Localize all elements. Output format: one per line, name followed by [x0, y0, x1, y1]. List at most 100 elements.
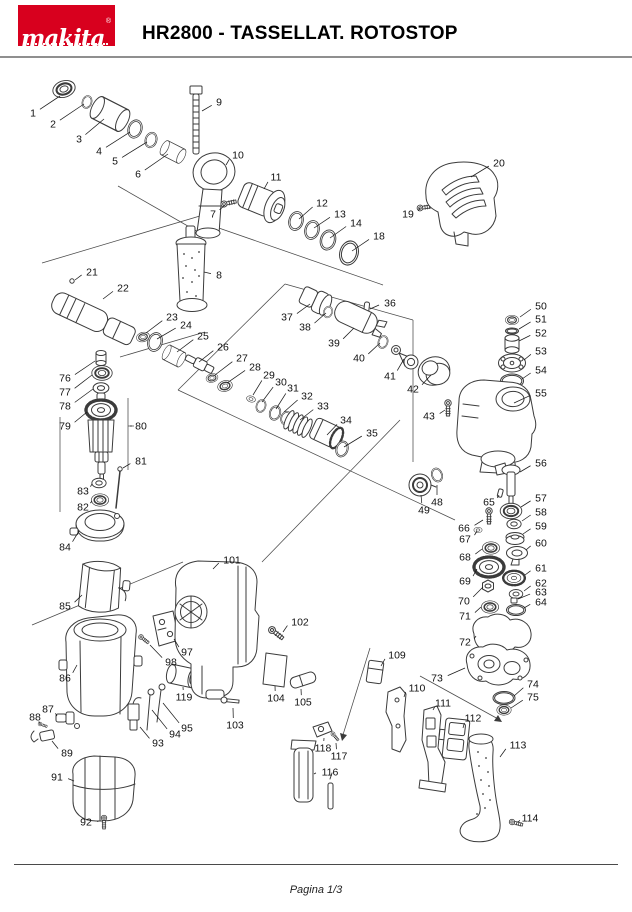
part-label-7: 7 — [210, 209, 216, 221]
part-59-shape — [505, 532, 525, 545]
part-66-shape — [485, 507, 493, 525]
part-label-81: 81 — [135, 456, 147, 468]
part-89-shape — [30, 729, 56, 743]
leader-line-1 — [39, 95, 61, 110]
leader-line-66 — [474, 519, 484, 526]
part-label-9: 9 — [216, 97, 222, 109]
part-label-67: 67 — [459, 534, 471, 546]
registered-mark: ® — [105, 18, 111, 25]
part-label-104: 104 — [267, 693, 285, 705]
part-label-40: 40 — [353, 353, 365, 365]
leader-line-34 — [326, 424, 338, 436]
part-label-30: 30 — [275, 377, 287, 389]
part-label-74: 74 — [527, 679, 539, 691]
part-70-shape — [482, 579, 494, 593]
part-label-62: 62 — [535, 578, 547, 590]
part-74-shape — [492, 691, 516, 705]
leader-line-38 — [314, 312, 327, 324]
part-label-95: 95 — [181, 723, 193, 735]
part-52-shape — [504, 334, 520, 354]
part-label-114: 114 — [522, 813, 539, 825]
part-label-113: 113 — [510, 740, 527, 752]
leader-line-87 — [55, 713, 58, 717]
leader-line-61 — [524, 570, 531, 576]
leader-line-18 — [351, 239, 370, 252]
part-49-shape — [408, 473, 437, 497]
leader-line-7 — [219, 204, 226, 211]
part-label-33: 33 — [317, 401, 329, 413]
part-label-1: 1 — [30, 108, 36, 120]
leader-line-60 — [525, 545, 531, 551]
part-label-18: 18 — [373, 231, 385, 243]
part-8-shape — [175, 225, 208, 312]
footer-divider — [14, 864, 618, 865]
part-87-shape — [55, 711, 80, 729]
part-label-80: 80 — [135, 421, 147, 433]
part-85-shape — [77, 560, 131, 613]
part-62-shape — [508, 589, 524, 599]
part-50-shape — [504, 314, 520, 326]
part-label-41: 41 — [384, 371, 396, 383]
leader-line-83 — [90, 483, 93, 487]
part-label-8: 8 — [216, 270, 222, 282]
part-label-51: 51 — [535, 314, 547, 326]
part-label-22: 22 — [117, 283, 129, 295]
part-1-shape — [49, 76, 79, 102]
part-label-31: 31 — [287, 383, 299, 395]
leader-line-25 — [176, 339, 194, 353]
leader-line-3 — [85, 118, 105, 135]
leader-line-75 — [510, 699, 524, 709]
leader-line-91 — [67, 778, 75, 782]
part-label-23: 23 — [166, 312, 178, 324]
part-93-shape — [127, 697, 142, 731]
part-82-shape — [90, 493, 110, 507]
part-110-shape — [385, 686, 407, 753]
leader-line-71 — [474, 606, 482, 613]
part-label-83: 83 — [77, 486, 89, 498]
part-58-shape — [506, 518, 522, 530]
leader-line-12 — [298, 206, 313, 220]
part-label-36: 36 — [384, 298, 396, 310]
part-label-28: 28 — [249, 362, 261, 374]
leader-line-102 — [282, 625, 288, 633]
part-111-shape — [418, 705, 447, 793]
part-label-77: 77 — [59, 387, 71, 399]
part-label-14: 14 — [350, 218, 362, 230]
leader-line-13 — [313, 217, 331, 229]
part-number-callouts: 1234567891011121314181920212223242526272… — [29, 95, 547, 829]
part-102-shape — [266, 624, 286, 642]
parts-artwork — [30, 76, 537, 843]
part-label-52: 52 — [535, 328, 547, 340]
leader-line-4 — [105, 131, 131, 148]
leader-line-37 — [296, 303, 311, 314]
part-73-shape — [465, 643, 531, 686]
leader-line-51 — [518, 321, 531, 330]
leader-line-81 — [122, 463, 131, 469]
part-43-shape — [444, 399, 452, 417]
part-label-24: 24 — [180, 320, 192, 332]
part-label-91: 91 — [51, 772, 63, 784]
logo-dots-decoration — [24, 43, 108, 45]
part-label-105: 105 — [294, 697, 312, 709]
part-label-86: 86 — [59, 673, 71, 685]
part-label-71: 71 — [459, 611, 471, 623]
part-label-118: 118 — [315, 743, 332, 755]
part-label-78: 78 — [59, 401, 71, 413]
leader-line-26 — [198, 350, 214, 363]
leader-line-78 — [74, 388, 94, 403]
part-28-shape — [215, 378, 235, 394]
leader-line-67 — [474, 530, 478, 536]
leader-line-41 — [396, 358, 405, 371]
leader-line-55 — [513, 395, 531, 404]
part-14-shape — [317, 227, 339, 253]
part-label-48: 48 — [431, 497, 443, 509]
part-42-shape — [417, 356, 451, 386]
part-86-shape — [58, 614, 143, 717]
leader-line-85 — [74, 594, 83, 603]
leader-line-110 — [403, 691, 407, 698]
part-label-56: 56 — [535, 458, 547, 470]
part-label-69: 69 — [459, 576, 471, 588]
part-label-87: 87 — [42, 704, 54, 716]
leader-line-35 — [343, 435, 362, 448]
